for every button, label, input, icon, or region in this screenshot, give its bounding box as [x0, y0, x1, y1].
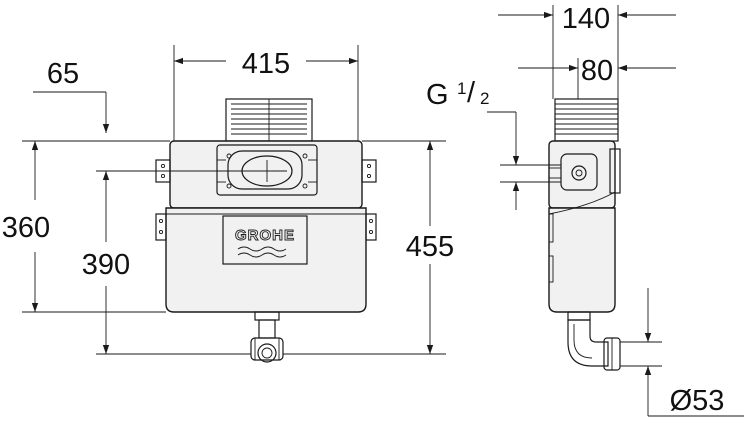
dim-outlet-diameter-label: Ø53 — [670, 385, 725, 417]
dim-left-offset-label: 65 — [47, 58, 79, 90]
thread-numerator: 1 — [457, 79, 466, 98]
dim-width-label: 415 — [242, 48, 290, 80]
dim-height-outer: 455 — [406, 141, 454, 354]
brand-logo-text: GROHE — [235, 227, 295, 244]
brand-logo-panel: GROHE — [222, 215, 308, 265]
cistern-lower-body — [165, 207, 367, 313]
dim-depth-body: 80 — [518, 55, 676, 99]
thread-size: G 1 / 2 — [426, 77, 561, 210]
side-view: 140 80 G 1 / 2 Ø53 — [426, 3, 744, 417]
svg-text:/: / — [467, 77, 476, 109]
side-top-grille — [554, 98, 619, 142]
dim-depth-total-label: 140 — [562, 3, 610, 35]
top-grille — [225, 98, 313, 142]
thread-denominator: 2 — [480, 89, 489, 108]
dim-height-outer-label: 455 — [406, 231, 454, 263]
thread-label: G — [426, 79, 449, 111]
mounting-bracket-right-bottom — [365, 213, 377, 241]
dim-left-offset: 65 — [33, 58, 110, 133]
dim-height-total: 390 — [82, 171, 130, 354]
dim-height-body: 360 — [2, 141, 50, 312]
dim-height-body-label: 360 — [2, 212, 50, 244]
mounting-bracket-left-bottom — [155, 213, 167, 241]
side-lower-body — [548, 207, 616, 313]
dim-depth-body-label: 80 — [581, 55, 613, 87]
front-view: GROHE 415 65 — [2, 45, 454, 363]
mounting-bracket-right-top — [361, 159, 377, 183]
side-inlet-fitting — [548, 153, 598, 191]
front-outlet-pipe — [250, 311, 284, 363]
dim-width: 415 — [173, 45, 359, 141]
dim-height-total-label: 390 — [82, 249, 130, 281]
dim-depth-total: 140 — [498, 3, 676, 99]
side-outlet-elbow — [567, 311, 621, 371]
dim-outlet-diameter: Ø53 — [620, 288, 744, 417]
